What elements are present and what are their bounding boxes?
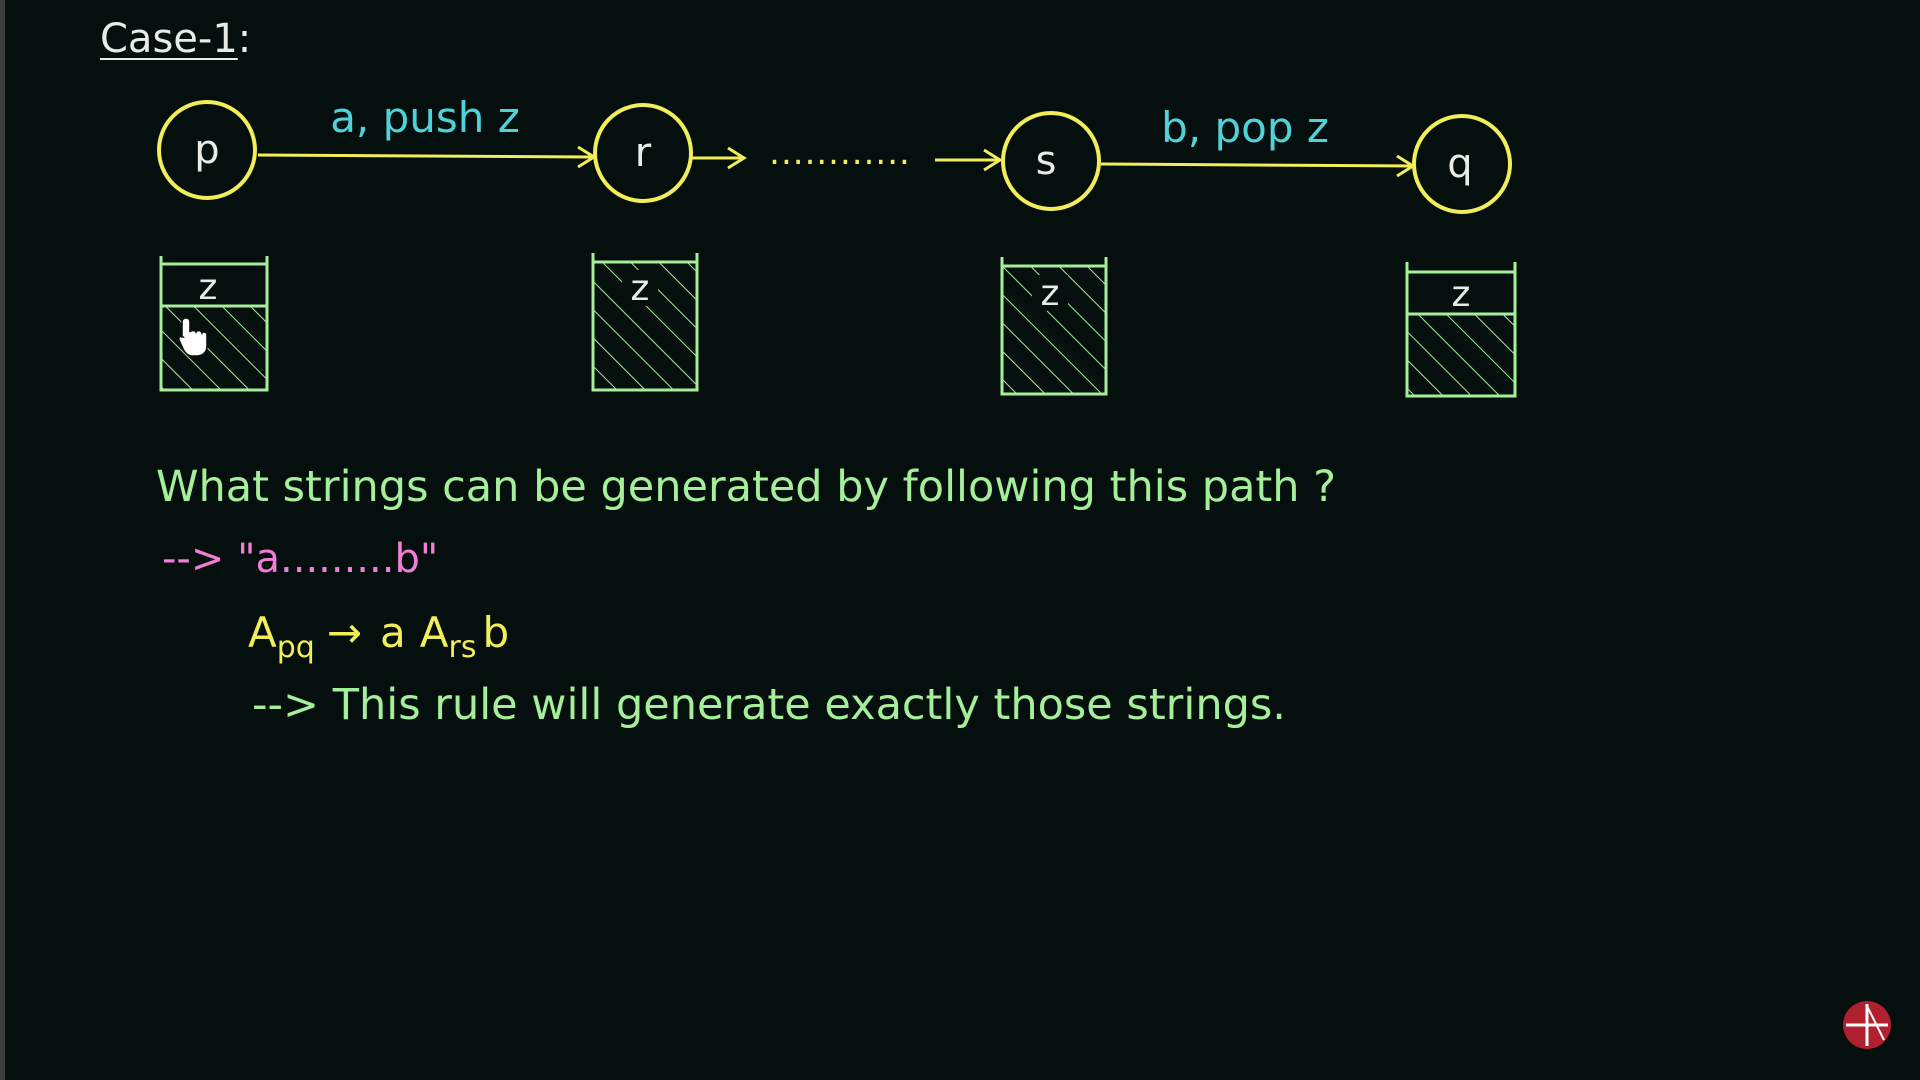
rule-lhs-subscript: pq [276, 630, 315, 665]
left-edge-strip [0, 0, 5, 1080]
stack-s-top: z [1041, 273, 1060, 314]
rule-lhs: A [248, 608, 277, 657]
edge-label-pop: b, pop z [1161, 103, 1329, 152]
state-q: q [1412, 114, 1512, 214]
edge-label-push: a, push z [330, 93, 520, 142]
stack-r: z [591, 253, 699, 392]
channel-logo-icon [1843, 1001, 1891, 1049]
stack-r-top: z [631, 268, 650, 309]
state-p-label: p [194, 127, 219, 173]
stack-p-top: z [199, 267, 218, 308]
explanation-text: --> This rule will generate exactly thos… [252, 680, 1286, 730]
edge-r-to-dots [692, 146, 747, 170]
answer-text: --> "a.........b" [162, 536, 439, 582]
state-q-label: q [1447, 141, 1472, 187]
case-heading: Case-1: [100, 16, 251, 62]
state-r-label: r [635, 130, 652, 176]
state-r: r [593, 103, 693, 203]
state-s: s [1001, 111, 1101, 211]
edge-p-to-r [257, 145, 597, 169]
rule-rhs-a: a [380, 608, 406, 657]
edge-s-to-q [1100, 154, 1416, 178]
rule-rhs-b: b [482, 608, 510, 657]
stack-q-top: z [1452, 274, 1471, 315]
hand-pointer-icon [178, 317, 208, 357]
rule-rhs-subscript: rs [448, 630, 477, 665]
stack-p: z [159, 256, 269, 392]
case-heading-text: Case-1 [100, 16, 238, 62]
state-p: p [157, 100, 257, 200]
stack-s: z [1000, 257, 1108, 396]
case-heading-colon: : [237, 16, 252, 62]
state-s-label: s [1036, 138, 1057, 184]
edge-dots-to-s [935, 148, 1003, 172]
rule-rhs-A: A [419, 608, 449, 657]
rule-arrow: → [326, 608, 363, 657]
question-text: What strings can be generated by followi… [156, 462, 1337, 512]
stack-q: z [1405, 262, 1517, 398]
path-ellipsis: ............ [769, 133, 911, 173]
